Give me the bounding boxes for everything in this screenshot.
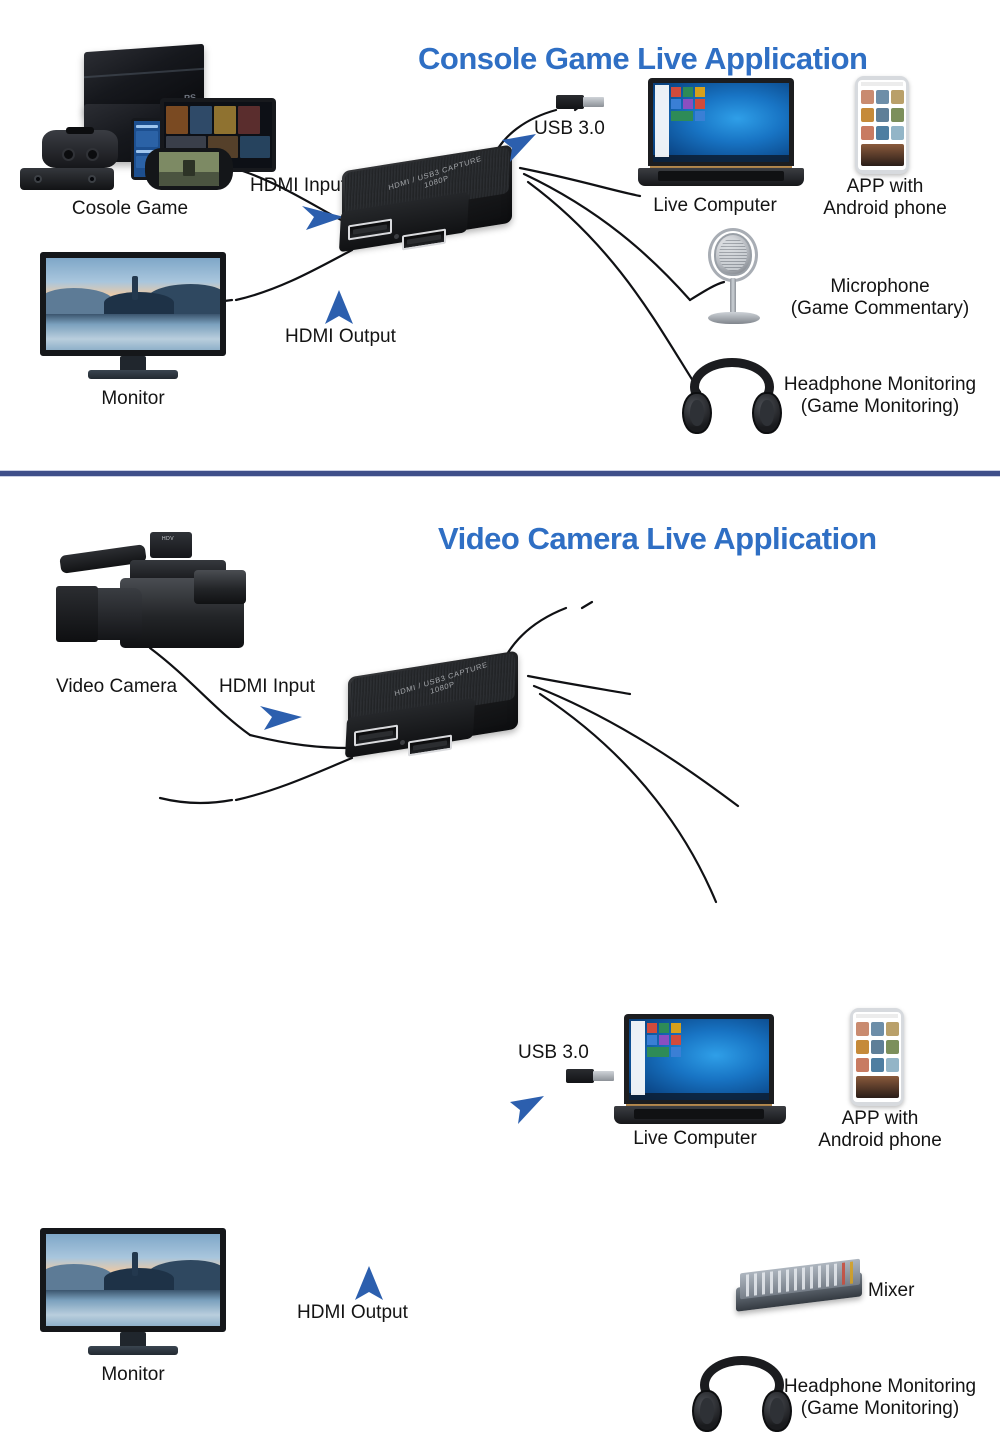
label-hdmi-input-bottom: HDMI Input <box>219 676 316 697</box>
android-phone-bottom <box>850 1008 904 1106</box>
label-app-android-bottom: APP with Android phone <box>818 1108 942 1152</box>
label-headphone-top: Headphone Monitoring (Game Monitoring) <box>783 374 977 418</box>
panel-title-console: Console Game Live Application <box>418 40 868 76</box>
label-monitor-top: Monitor <box>101 388 165 409</box>
label-hdmi-output-top: HDMI Output <box>285 326 396 347</box>
ps-controller <box>42 127 118 168</box>
panel-console-game: Console Game Live Application PS <box>0 0 1000 472</box>
usb-plug-top <box>556 92 606 114</box>
capture-card-top[interactable]: HDMI / USB3 CAPTURE 1080P <box>338 144 522 268</box>
monitor-bottom <box>40 1228 240 1355</box>
camera-hdv-tag: HDV <box>162 536 175 542</box>
monitor-top <box>40 252 240 379</box>
microphone-top <box>700 228 780 328</box>
label-hdmi-input-top: HDMI Input <box>250 175 347 196</box>
ps-camera <box>20 168 114 190</box>
label-mixer: Mixer <box>868 1280 915 1301</box>
android-phone-top <box>855 76 909 174</box>
usb-plug-bottom <box>566 1066 616 1088</box>
label-app-android-top: APP with Android phone <box>823 176 947 220</box>
ps-vita-handheld <box>145 148 233 190</box>
capture-card-bottom[interactable]: HDMI / USB3 CAPTURE 1080P <box>344 650 528 774</box>
video-camera: HDV <box>46 526 276 666</box>
label-headphone-bottom: Headphone Monitoring (Game Monitoring) <box>783 1376 977 1420</box>
label-console-source: Cosole Game <box>71 198 189 219</box>
label-usb-bottom: USB 3.0 <box>518 1042 589 1063</box>
label-monitor-bottom: Monitor <box>101 1364 165 1385</box>
label-live-computer-top: Live Computer <box>653 195 777 216</box>
label-microphone-top: Microphone (Game Commentary) <box>790 276 970 320</box>
audio-mixer <box>736 1258 868 1314</box>
label-live-computer-bottom: Live Computer <box>633 1128 757 1149</box>
label-usb-top: USB 3.0 <box>534 118 605 139</box>
panel-title-camera: Video Camera Live Application <box>438 520 877 556</box>
panel-divider <box>0 470 1000 477</box>
label-video-camera: Video Camera <box>56 676 178 697</box>
label-hdmi-output-bottom: HDMI Output <box>297 1302 408 1323</box>
laptop-top <box>636 78 806 188</box>
laptop-bottom <box>612 1014 788 1126</box>
headphones-top <box>680 358 786 438</box>
panel-video-camera: Video Camera Live Application HDV Video … <box>0 476 1000 1432</box>
